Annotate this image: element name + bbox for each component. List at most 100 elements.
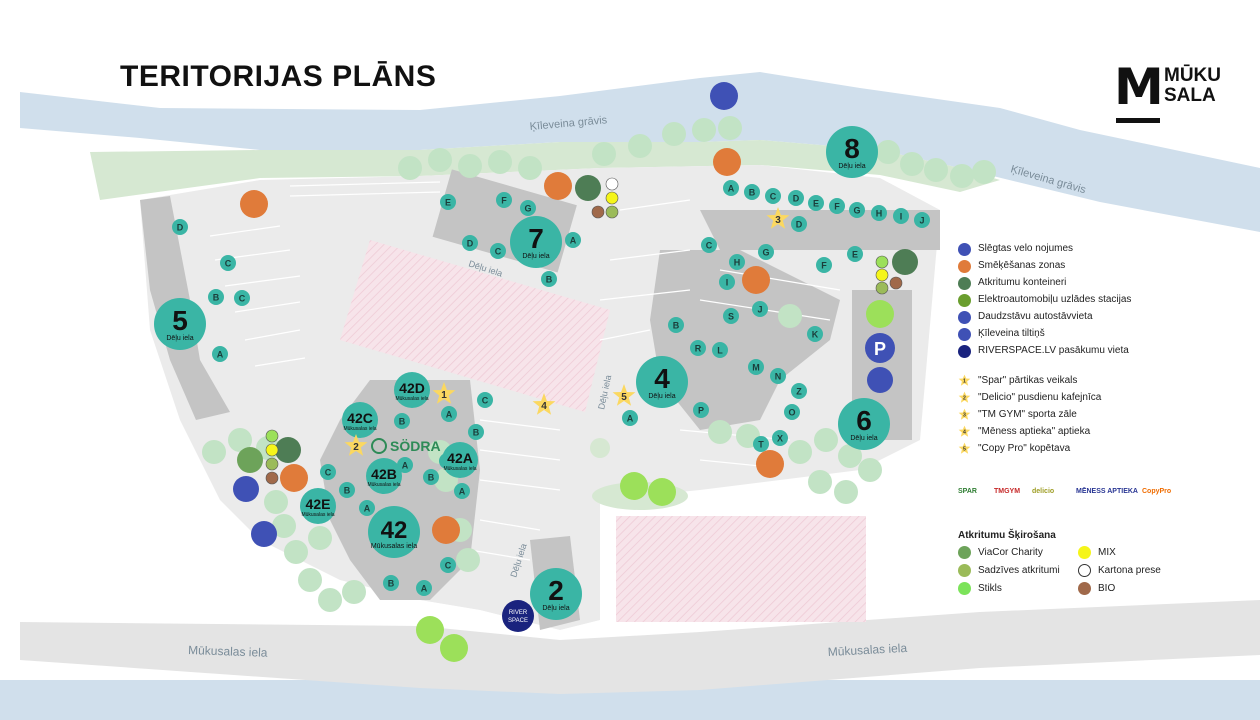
smoking-icon[interactable] [240, 190, 268, 218]
smoking-icon[interactable] [280, 464, 308, 492]
bike-icon[interactable] [233, 476, 259, 502]
shop-star-4[interactable]: 4 [532, 393, 556, 415]
shop-star-number: 4 [541, 401, 547, 412]
entrance-letter: A [402, 461, 409, 471]
entrance-letter: X [777, 434, 783, 444]
entrance-letter: M [752, 363, 760, 373]
entrance-letter: A [217, 350, 224, 360]
smoking-icon[interactable] [544, 172, 572, 200]
recycle-icon[interactable] [237, 447, 263, 473]
star-icon: 3 [958, 408, 971, 420]
tree [972, 160, 996, 184]
entrance-marker [893, 208, 909, 224]
entrance-letter: B [673, 321, 680, 331]
tree [924, 158, 948, 182]
shop-star-5[interactable]: 5 [612, 384, 636, 406]
entrance-marker [748, 359, 764, 375]
entrance-marker [394, 413, 410, 429]
building-number: 42A [447, 450, 473, 466]
shop-star-number: 5 [621, 392, 627, 403]
building-number: 42E [306, 496, 331, 512]
ev-plug-icon[interactable] [440, 634, 468, 662]
trash-icon [958, 277, 971, 290]
entrance-marker [490, 243, 506, 259]
shop-star-2[interactable]: 2 [344, 434, 368, 456]
entrance-letter: I [900, 212, 903, 222]
entrance-letter: K [812, 330, 819, 340]
waste-bin-dot [265, 457, 279, 471]
tree [202, 440, 226, 464]
entrance-marker [234, 290, 250, 306]
entrance-letter: C [706, 241, 713, 251]
smoking-icon[interactable] [756, 450, 784, 478]
building-street: Dēļu iela [522, 253, 549, 260]
legend-label: Daudzstāvu autostāvvieta [978, 311, 1093, 322]
entrance-letter: C [225, 259, 232, 269]
star-icon: 1 [958, 374, 971, 386]
bike-icon[interactable] [251, 521, 277, 547]
ev-plug-icon[interactable] [648, 478, 676, 506]
shop-star-1[interactable]: 1 [432, 382, 456, 404]
tree [662, 122, 686, 146]
entrance-marker [520, 200, 536, 216]
sorting-title: Atkritumu Šķirošana [958, 530, 1056, 541]
tree [264, 490, 288, 514]
entrance-letter: F [501, 196, 507, 206]
entrance-letter: R [695, 344, 702, 354]
shop-star-3[interactable]: 3 [766, 207, 790, 229]
riverspace-marker[interactable]: RIVER SPACE [502, 600, 534, 632]
entrance-marker [383, 575, 399, 591]
entrance-letter: B [749, 188, 756, 198]
trash-icon[interactable] [275, 437, 301, 463]
ev-plug-icon[interactable] [620, 472, 648, 500]
road-mukusalas [20, 600, 1260, 694]
building-street: Mūkusalas iela [367, 482, 400, 488]
star-icon: 2 [958, 391, 971, 403]
smoking-icon[interactable] [742, 266, 770, 294]
bridge-icon[interactable] [710, 82, 738, 110]
ev-plug-icon[interactable] [866, 300, 894, 328]
entrance-letter: F [834, 202, 840, 212]
entrance-marker [462, 235, 478, 251]
entrance-marker [752, 301, 768, 317]
trash-icon[interactable] [575, 175, 601, 201]
brand-spar: SPAR [958, 488, 977, 495]
building-number: 42D [399, 380, 425, 396]
trash-icon[interactable] [892, 249, 918, 275]
tree [692, 118, 716, 142]
entrance-letter: H [876, 209, 883, 219]
building-street: Dēļu iela [850, 435, 877, 442]
roundabout [590, 438, 610, 458]
smoking-icon[interactable] [432, 516, 460, 544]
entrance-marker [791, 216, 807, 232]
entrance-marker [172, 219, 188, 235]
household-waste-dot [958, 564, 971, 577]
bridge-icon [958, 328, 971, 341]
ev-plug-icon[interactable] [416, 616, 444, 644]
entrance-letter: B [213, 293, 220, 303]
parking-icon[interactable] [865, 333, 895, 363]
bike-icon[interactable] [867, 367, 893, 393]
smoking-icon[interactable] [713, 148, 741, 176]
entrance-marker [723, 308, 739, 324]
entrance-letter: P [698, 406, 704, 416]
entrance-letter: C [239, 294, 246, 304]
entrance-letter: L [717, 346, 723, 356]
entrance-letter: A [570, 236, 577, 246]
shop-label: "TM GYM" sporta zāle [978, 409, 1077, 420]
entrance-marker [808, 195, 824, 211]
entrance-marker [753, 436, 769, 452]
entrance-letter: B [388, 579, 395, 589]
